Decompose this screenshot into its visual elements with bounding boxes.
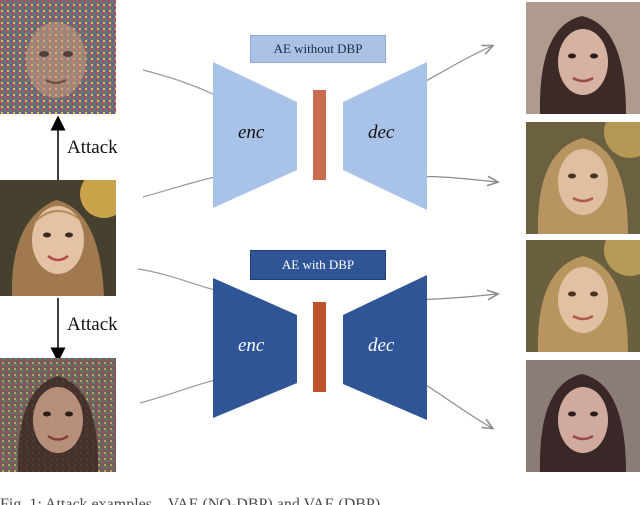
bottom-model-title: AE with DBP bbox=[281, 257, 355, 272]
figure-caption-cropped: Fig. 1: Attack examples... VAE (NO-DBP) … bbox=[0, 496, 381, 505]
bottom-input-curve-upper bbox=[137, 268, 216, 291]
reconstruction-top-original bbox=[526, 122, 640, 234]
adversarial-face-top bbox=[0, 0, 116, 114]
bottom-encoder-label: enc bbox=[238, 335, 265, 356]
top-bottleneck-bar bbox=[313, 90, 326, 180]
bottom-input-curve-lower bbox=[139, 379, 216, 404]
attack-label-bottom: Attack bbox=[67, 314, 118, 335]
top-input-curve-lower bbox=[142, 176, 216, 198]
attack-label-top: Attack bbox=[67, 137, 118, 158]
top-decoder-label: dec bbox=[368, 122, 395, 143]
adversarial-face-bottom bbox=[0, 358, 116, 472]
bottom-decoder-label: dec bbox=[368, 335, 395, 356]
bottom-model-title-box: AE with DBP bbox=[250, 250, 386, 280]
bottom-encoder-trapezoid bbox=[213, 278, 297, 418]
top-encoder-label: enc bbox=[238, 122, 265, 143]
original-face bbox=[0, 180, 116, 296]
bottom-bottleneck-bar bbox=[313, 302, 326, 392]
reconstruction-bottom-original bbox=[526, 240, 640, 352]
reconstruction-top-no-dbp bbox=[526, 2, 640, 114]
top-encoder-trapezoid bbox=[213, 62, 297, 208]
reconstruction-bottom-with-dbp bbox=[526, 360, 640, 472]
top-decoder-trapezoid bbox=[343, 62, 427, 210]
top-input-curve-upper bbox=[142, 69, 216, 96]
bottom-decoder-trapezoid bbox=[343, 275, 427, 420]
top-model-title: AE without DBP bbox=[273, 41, 363, 56]
top-model-title-box: AE without DBP bbox=[250, 35, 386, 63]
